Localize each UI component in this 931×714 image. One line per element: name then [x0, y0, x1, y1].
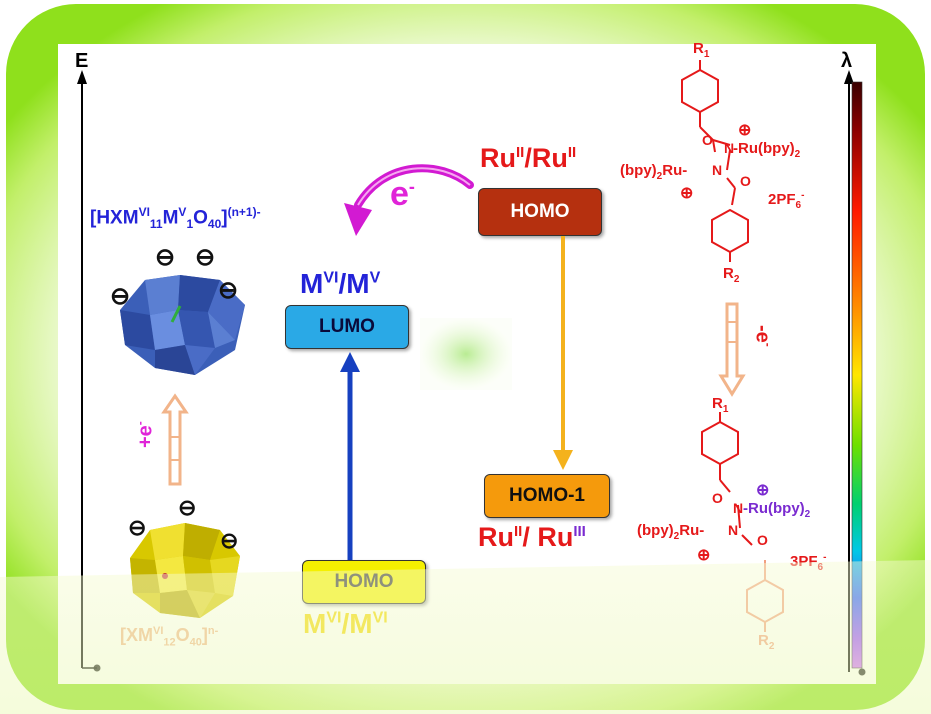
ru-homo1-level: HOMO-1 — [484, 474, 610, 518]
oxidation-hollow-arrow — [718, 302, 746, 397]
ru-top-n2: N — [712, 162, 723, 178]
electron-transfer-label: e- — [390, 175, 415, 213]
reduced-pom-cluster-image — [120, 275, 245, 375]
oxidized-pom-charge-2: ⊖ — [128, 515, 147, 540]
ru-top-o1: O — [702, 132, 713, 148]
ru-top-plus-2: ⊕ — [680, 185, 694, 202]
reduced-pom-charge-1: ⊖ — [155, 244, 176, 271]
ru-bottom-ru-bpy: -Ru(bpy)2 — [743, 500, 811, 520]
ru-top-plus-1: ⊕ — [738, 122, 752, 139]
center-glow — [420, 318, 512, 390]
ru-homo-redox-couple: RuII/RuII — [480, 143, 577, 173]
ru-top-counter-ion: 2PF6- — [768, 190, 805, 211]
ru-bottom-plus-1: ⊕ — [756, 482, 770, 499]
reduction-hollow-arrow — [161, 393, 189, 486]
ru-top-n1: N — [724, 140, 735, 156]
ru-bottom-plus-2: ⊕ — [697, 547, 711, 564]
pom-lumo-level: LUMO — [285, 305, 409, 349]
ru-bottom-n2: N — [728, 522, 739, 538]
ru-top-r2: R2 — [723, 265, 740, 285]
reduced-pom-charge-4: ⊖ — [218, 277, 239, 304]
ru-top-r1: R1 — [693, 40, 710, 60]
oxidized-pom-charge-3: ⊖ — [220, 528, 239, 553]
ru-bottom-counter-ion: 3PF6- — [790, 552, 827, 573]
ru-homo1-redox-couple: RuII/ RuIII — [478, 522, 586, 552]
reduced-pom-formula: [HXMVI11MV1O40](n+1)- — [90, 205, 261, 232]
ru-homo-level: HOMO — [478, 188, 602, 236]
ru-bottom-n1: N — [733, 500, 744, 516]
wavelength-axis-label: λ — [841, 50, 853, 72]
ru-bottom-o1: O — [712, 490, 723, 506]
ru-top-ru-bpy: -Ru(bpy)2 — [733, 140, 801, 160]
ru-top-bpy-ru: (bpy)2Ru- — [620, 162, 688, 182]
reduced-pom-charge-2: ⊖ — [195, 244, 216, 271]
energy-axis-label: E — [75, 50, 89, 72]
ru-bottom-r2: R2 — [758, 632, 775, 652]
reduced-pom-charge-3: ⊖ — [110, 283, 131, 310]
pom-lumo-redox-couple: MVI/MV — [300, 268, 381, 299]
ru-bottom-o2: O — [757, 532, 768, 548]
ru-top-o2: O — [740, 173, 751, 189]
ru-bottom-r1: R1 — [712, 395, 729, 415]
oxidized-pom-charge-1: ⊖ — [178, 495, 197, 520]
ru-bottom-bpy-ru: (bpy)2Ru- — [637, 522, 705, 542]
